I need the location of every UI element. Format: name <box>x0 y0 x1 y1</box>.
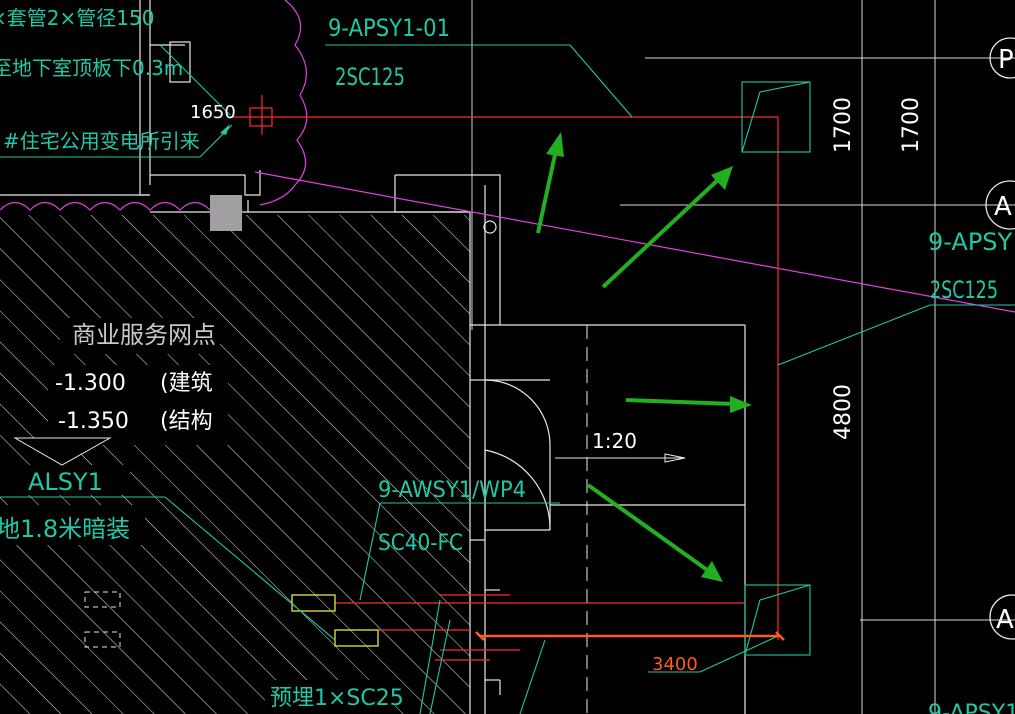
dimension-3400 <box>475 631 785 641</box>
conduit-2sc125-right-label: 2SC125 <box>930 276 998 304</box>
leader-lines <box>0 44 1015 714</box>
axis-a2-label: A <box>996 605 1014 635</box>
mount-note-label: 地1.8米暗装 <box>0 515 130 543</box>
embed-note-label: 预埋1×SC25 <box>270 686 404 711</box>
elev-struct-value: -1.350 <box>58 409 129 434</box>
axis-a1-label: A <box>994 192 1012 222</box>
top-left-pipe-label: ×套管2×管径150 <box>0 6 154 30</box>
circuit-apsy-right-label: 9-APSY1 <box>928 228 1015 256</box>
elev-arch-value: -1.300 <box>55 371 126 396</box>
scale-label: 1:20 <box>592 429 637 453</box>
circuit-apsy1-01-label: 9-APSY1-01 <box>328 14 450 42</box>
dim-1700-a-label: 1700 <box>831 97 856 153</box>
bottom-right-circuit-label: 9-APSY1 <box>928 701 1015 714</box>
elev-arch-label: (建筑 <box>160 371 213 396</box>
arrow-up-right-icon <box>601 166 733 289</box>
transformer-note-label: #住宅公用变电所引来 <box>3 129 200 153</box>
dim-1700-b-label: 1700 <box>899 97 924 153</box>
transformer-arrow-icon <box>220 124 230 135</box>
basement-note-label: 至地下室顶板下0.3m <box>0 56 183 80</box>
scale-arrow <box>555 453 686 463</box>
green-arrows <box>536 132 752 582</box>
conduit-sc40-label: SC40-FC <box>378 531 463 556</box>
distribution-boxes <box>291 594 379 647</box>
dim-3400-label: 3400 <box>652 654 698 675</box>
circuit-awsy1-label: 9-AWSY1/WP4 <box>378 478 526 503</box>
hatched-shop-area <box>0 215 470 714</box>
axis-p-label: P <box>998 45 1014 75</box>
panel-alsy1-label: ALSY1 <box>28 468 103 496</box>
conduit-2sc125-top-label: 2SC125 <box>335 63 405 91</box>
arrow-right-icon <box>625 396 752 413</box>
elev-struct-label: (结构 <box>160 409 213 434</box>
column-block <box>210 195 242 231</box>
axis-bubbles <box>985 37 1015 640</box>
room-name-label: 商业服务网点 <box>72 321 216 349</box>
revision-clouds <box>0 0 1015 313</box>
arrow-up-icon <box>536 132 564 234</box>
arrow-down-right-icon <box>586 483 723 582</box>
elevation-1650-label: 1650 <box>190 102 236 123</box>
dashed-fixtures <box>84 591 121 648</box>
grid-lines <box>471 0 1015 714</box>
dim-4800-label: 4800 <box>831 384 856 440</box>
cable-routes <box>230 95 779 661</box>
